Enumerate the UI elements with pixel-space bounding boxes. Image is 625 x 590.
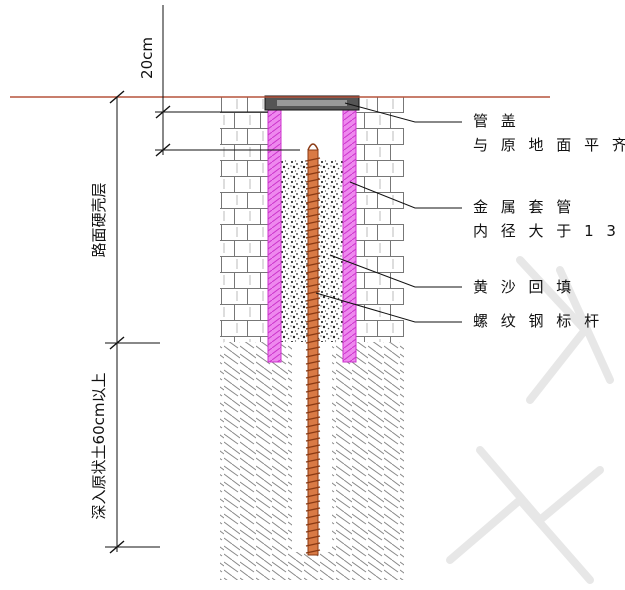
metal-casing-left [267,99,282,363]
rod-thread [305,325,321,330]
rod-thread [305,199,321,204]
label-sand-fill: 黄 沙 回 填 [473,278,575,296]
rod-thread [305,248,321,253]
rod-thread [305,360,321,365]
rod-thread [305,472,321,477]
dimension-soil-label: 深入原状土60cm以上 [90,373,108,520]
rod-thread [305,479,321,484]
dimension-crust-label: 路面硬壳层 [90,182,108,257]
pipe-cap-highlight [277,100,347,106]
rod-thread [305,367,321,372]
dimension-20cm: 20cm [138,5,300,157]
rod-thread [305,241,321,246]
rod-thread [305,276,321,281]
watermark [446,256,614,584]
rod-thread [305,486,321,491]
rod-thread [305,416,321,421]
rod-thread [305,164,321,169]
rod-thread [305,395,321,400]
rod-thread [305,521,321,526]
rod-thread [305,157,321,162]
rod-thread [305,192,321,197]
rod-thread [305,255,321,260]
rod-thread [305,402,321,407]
rod-thread [305,206,321,211]
label-metal-casing: 金 属 套 管 [473,198,575,216]
rod-thread [305,423,321,428]
rod-thread [305,514,321,519]
rod-thread [305,332,321,337]
rod-thread [305,304,321,309]
dimension-left: 路面硬壳层 深入原状土60cm以上 [90,90,160,554]
rod-thread [305,178,321,183]
rod-thread [305,549,321,554]
rod-thread [305,227,321,232]
rod-thread [305,465,321,470]
rod-thread [305,381,321,386]
label-casing-diameter: 内 径 大 于 1 3 cm [473,222,625,240]
rod-thread [305,542,321,547]
rod-thread [305,507,321,512]
rod-thread [305,493,321,498]
rod-thread [305,388,321,393]
rod-thread [305,213,321,218]
label-pipe-cap: 管 盖 [473,112,520,130]
rod-thread [305,297,321,302]
threaded-steel-rod [305,143,321,556]
rod-thread [305,528,321,533]
rod-thread [305,269,321,274]
rod-thread [305,318,321,323]
rod-thread [305,171,321,176]
rod-thread [305,311,321,316]
label-steel-rod: 螺 纹 钢 标 杆 [473,312,603,330]
rod-thread [305,234,321,239]
metal-casing-right [342,99,357,363]
dimension-top-label: 20cm [138,37,156,79]
rod-thread [305,346,321,351]
rod-thread [305,444,321,449]
rod-thread [305,185,321,190]
label-cap-flush: 与 原 地 面 平 齐 [473,136,625,154]
rod-thread [305,220,321,225]
rod-thread [305,353,321,358]
leader-lines [315,102,462,323]
rod-thread [305,500,321,505]
rod-thread [305,409,321,414]
rod-thread [305,283,321,288]
rod-thread [305,437,321,442]
rod-thread [305,430,321,435]
rod-thread [305,458,321,463]
rod-thread [305,290,321,295]
rod-thread [305,535,321,540]
rod-thread [305,339,321,344]
rod-thread [305,451,321,456]
rod-thread [305,374,321,379]
rod-thread [305,262,321,267]
